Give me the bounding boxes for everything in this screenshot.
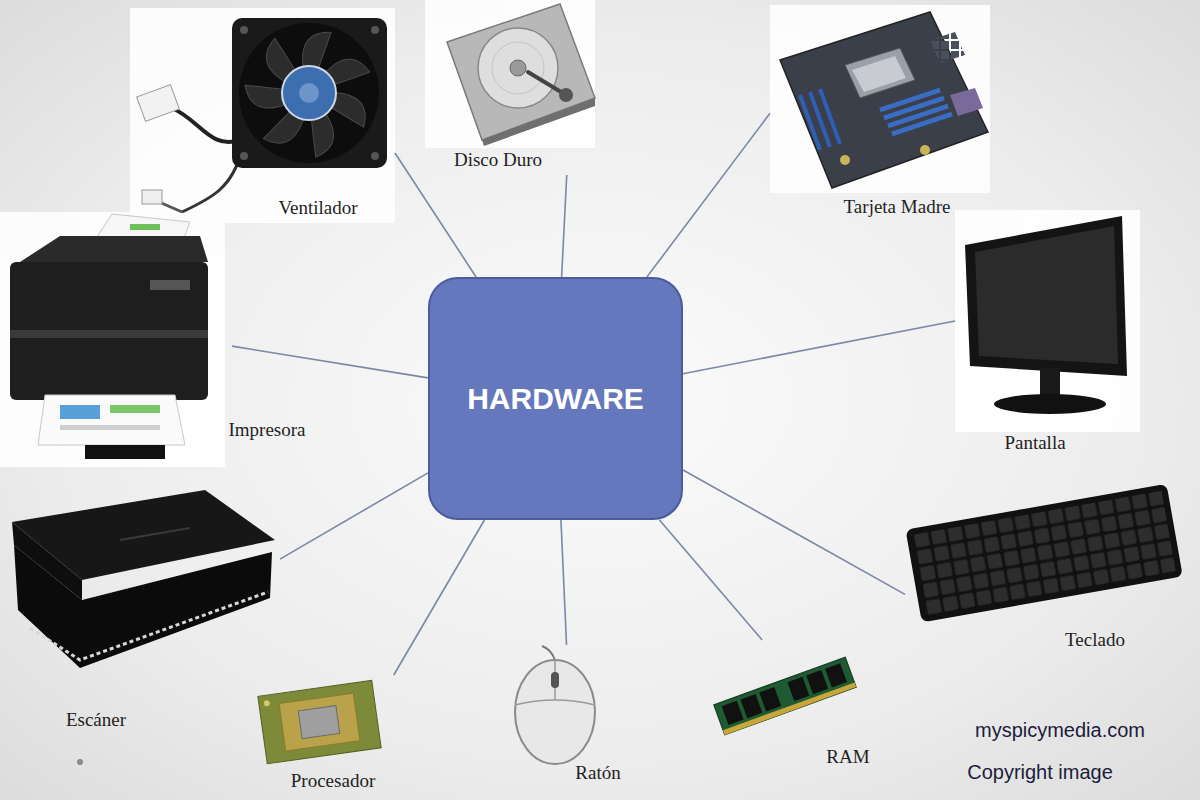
ram-picture <box>714 657 857 735</box>
component-item: Teclado <box>905 470 1190 655</box>
connector-line <box>683 321 955 374</box>
hard-disk-picture <box>447 4 595 146</box>
monitor-picture <box>965 216 1127 414</box>
component-label: RAM <box>826 746 869 768</box>
component-label: Ratón <box>575 762 620 784</box>
central-box: HARDWARE <box>428 277 683 520</box>
watermark-text: Copyright image <box>967 761 1113 784</box>
scanner-picture <box>12 490 275 668</box>
connector-line <box>395 153 476 277</box>
component-item: Escáner <box>5 485 280 735</box>
component-label: Escáner <box>66 709 126 731</box>
connector-line <box>647 113 770 277</box>
component-item: Tarjeta Madre <box>770 5 990 220</box>
component-item: Pantalla <box>955 210 1140 455</box>
connector-line <box>683 470 905 594</box>
connector-line <box>561 520 567 645</box>
image-grounds <box>0 0 1140 467</box>
component-label: Teclado <box>1065 629 1125 651</box>
keyboard-picture <box>906 484 1183 623</box>
connector-line <box>394 520 485 675</box>
connector-line <box>562 175 567 277</box>
component-label: Tarjeta Madre <box>844 196 951 218</box>
connector-line <box>232 346 428 378</box>
watermark-text: myspicymedia.com <box>975 719 1145 742</box>
component-label: Disco Duro <box>454 149 542 171</box>
component-item: Impresora <box>0 210 232 472</box>
component-label: Ventilador <box>278 197 357 219</box>
motherboard-picture <box>780 12 988 188</box>
fan-picture <box>137 18 387 212</box>
connector-line <box>280 473 428 559</box>
connector-line <box>659 520 762 640</box>
component-label: Procesador <box>291 770 375 792</box>
central-title: HARDWARE <box>467 382 644 416</box>
dot-mark <box>77 759 83 765</box>
component-item: Ratón <box>505 645 640 795</box>
mouse-picture <box>515 646 595 764</box>
printer-picture <box>10 214 208 459</box>
component-label: Impresora <box>228 419 305 441</box>
component-item: RAM <box>700 640 880 775</box>
component-item: Procesador <box>250 675 395 797</box>
component-label: Pantalla <box>1004 432 1065 454</box>
processor-picture <box>258 680 381 763</box>
component-item: Disco Duro <box>425 0 595 175</box>
component-item: Ventilador <box>130 8 395 228</box>
